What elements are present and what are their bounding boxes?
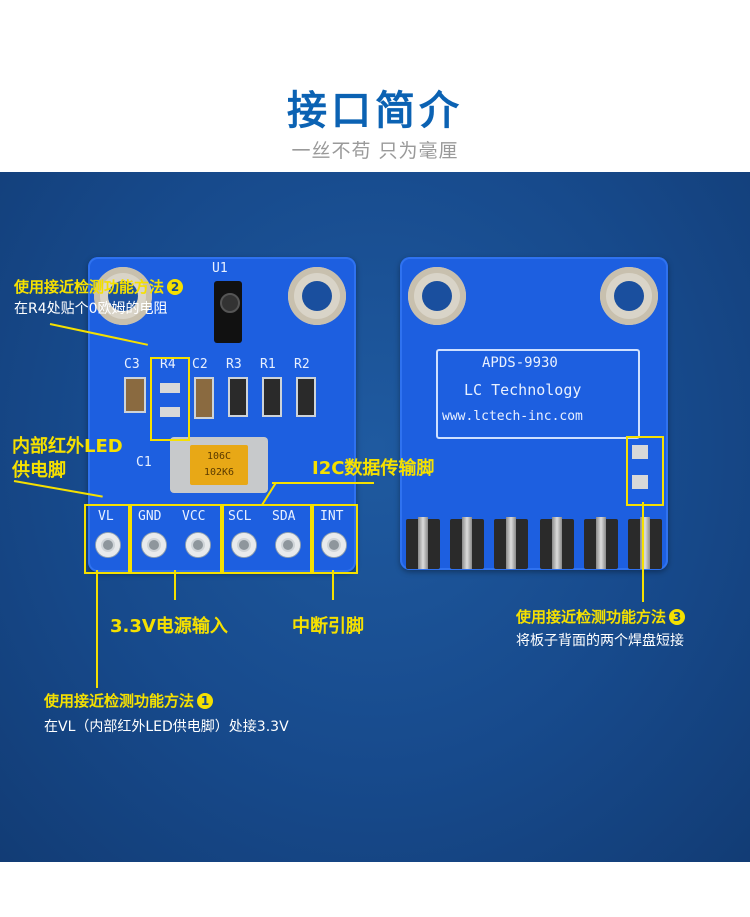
mount-hole-right [288, 267, 346, 325]
pin-int [322, 533, 346, 557]
highlight-i2c [222, 504, 312, 574]
pin-label-scl: SCL [228, 509, 252, 524]
solder-pad-bottom [632, 475, 648, 489]
pin-label-gnd: GND [138, 509, 162, 524]
leader-power-v [174, 570, 176, 600]
header: 接口简介 一丝不苟 只为毫厘 [0, 0, 750, 172]
pin-label-int: INT [320, 509, 344, 524]
highlight-int [312, 504, 358, 574]
capacitor-marking-2: 102K6 [203, 467, 235, 478]
pin-label-sda: SDA [272, 509, 296, 524]
pad-r4-top [160, 383, 180, 393]
power-label: 3.3V电源输入 [110, 616, 228, 637]
header-pin-5 [584, 517, 618, 569]
method-1-desc: 在VL（内部红外LED供电脚）处接3.3V [44, 719, 289, 735]
label-c1: C1 [136, 455, 152, 470]
vl-label-line1: 内部红外LED [12, 436, 123, 457]
pin-vcc [186, 533, 210, 557]
highlight-r4 [150, 357, 190, 441]
leader-vl-v [96, 570, 98, 688]
method-2-desc: 在R4处贴个0欧姆的电阻 [14, 301, 168, 317]
sensor-chip [214, 281, 242, 343]
method-3-desc: 将板子背面的两个焊盘短接 [516, 633, 684, 649]
label-r4: R4 [160, 357, 176, 372]
mount-hole-left [94, 267, 152, 325]
label-c3: C3 [124, 357, 140, 372]
label-r2: R2 [294, 357, 310, 372]
pin-gnd [142, 533, 166, 557]
header-pin-6 [628, 517, 662, 569]
pad-r4-bottom [160, 407, 180, 417]
header-pin-2 [450, 517, 484, 569]
component-c3 [124, 377, 146, 413]
leader-back-v [642, 502, 644, 602]
header-pin-1 [406, 517, 440, 569]
highlight-power [130, 504, 222, 574]
i2c-label: I2C数据传输脚 [312, 458, 435, 479]
footer [0, 862, 750, 917]
method-2-title-text: 使用接近检测功能方法 [14, 278, 165, 296]
label-r1: R1 [260, 357, 276, 372]
pin-label-vcc: VCC [182, 509, 206, 524]
model-label: APDS-9930 [482, 355, 558, 371]
back-board: APDS-9930 LC Technology www.lctech-inc.c… [400, 257, 668, 570]
component-c2 [194, 377, 214, 419]
header-pin-4 [540, 517, 574, 569]
leader-i2c-h [272, 482, 374, 484]
header-pin-3 [494, 517, 528, 569]
pin-scl [232, 533, 256, 557]
capacitor-c1: 106C 102K6 [170, 437, 268, 493]
component-r3 [228, 377, 248, 417]
highlight-vl [84, 504, 130, 574]
label-c2: C2 [192, 357, 208, 372]
highlight-back-pads [626, 436, 664, 506]
back-hole-right [600, 267, 658, 325]
component-r1 [262, 377, 282, 417]
leader-int-v [332, 570, 334, 600]
component-r2 [296, 377, 316, 417]
int-label: 中断引脚 [292, 616, 364, 637]
method-3-badge: 3 [669, 609, 686, 625]
method-2-badge: 2 [167, 279, 184, 295]
front-board: U1 C3 R4 C2 R3 R1 R2 C1 106C 102K6 VL GN… [88, 257, 356, 572]
solder-pad-top [632, 445, 648, 459]
brand-box [436, 349, 640, 439]
chip-label: U1 [212, 261, 228, 276]
brand-label: LC Technology [464, 381, 582, 399]
sensor-window-icon [220, 293, 240, 313]
page-title: 接口简介 [287, 88, 463, 134]
page-subtitle: 一丝不苟 只为毫厘 [291, 140, 459, 162]
pin-sda [276, 533, 300, 557]
pin-label-vl: VL [98, 509, 114, 524]
vl-label-line2: 供电脚 [12, 460, 66, 481]
capacitor-marking-1: 106C [206, 451, 232, 462]
back-hole-left [408, 267, 466, 325]
pin-vl [96, 533, 120, 557]
label-r3: R3 [226, 357, 242, 372]
method-3-title-text: 使用接近检测功能方法 [516, 608, 667, 626]
method-1-title-text: 使用接近检测功能方法 [44, 692, 195, 710]
tantalum-capacitor: 106C 102K6 [190, 445, 248, 485]
method-1-badge: 1 [197, 693, 214, 709]
url-label: www.lctech-inc.com [442, 409, 583, 424]
